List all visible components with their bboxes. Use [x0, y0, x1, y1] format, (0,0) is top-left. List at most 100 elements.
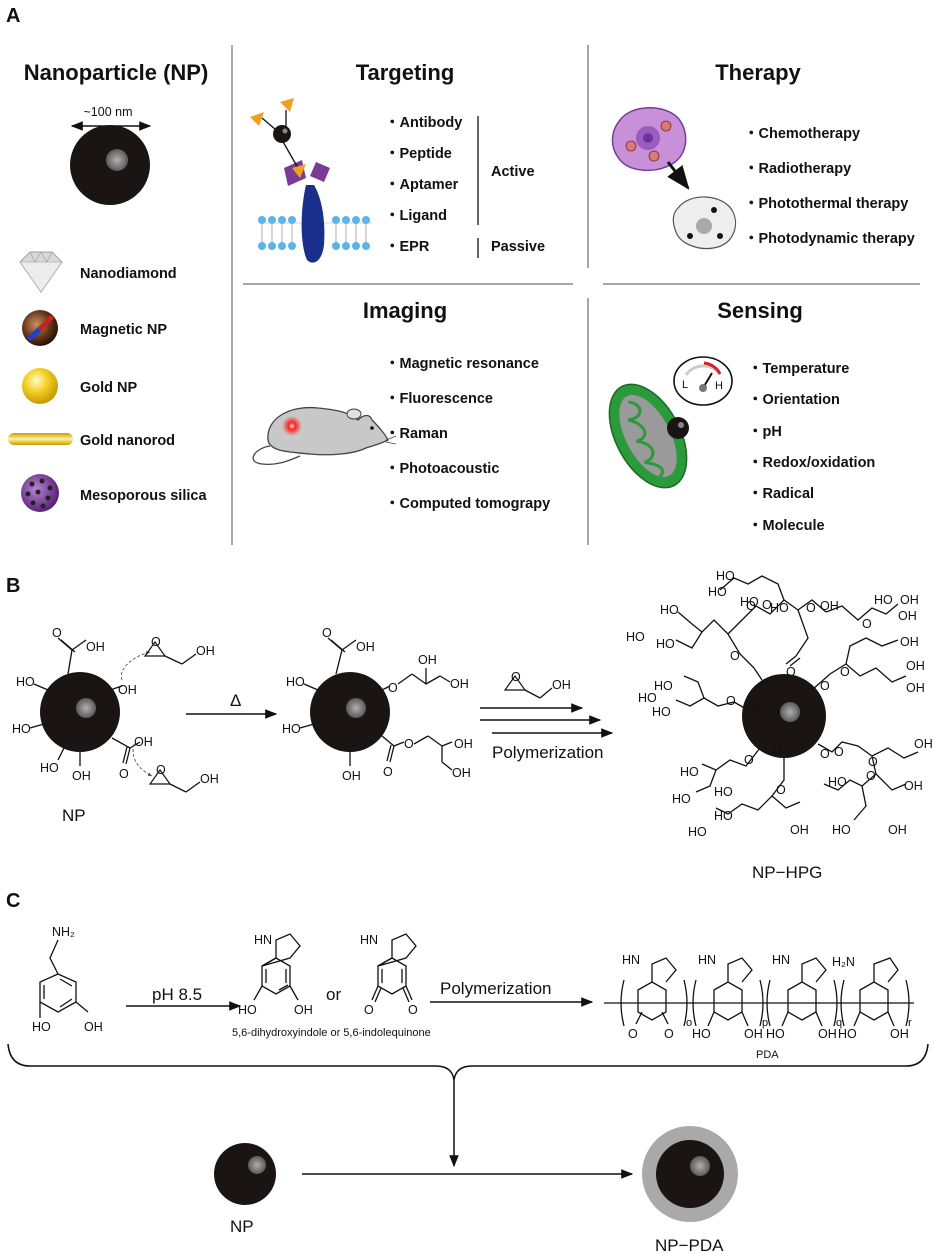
- svg-text:OH: OH: [900, 593, 919, 607]
- indolequinone-structure: HN O O: [360, 933, 418, 1017]
- targeting-list: ・Antibody ・Peptide ・Aptamer ・Ligand ・EPR: [385, 115, 462, 255]
- sensing-item: ・pH: [748, 424, 782, 440]
- svg-text:HO: HO: [286, 675, 305, 689]
- or-label: or: [326, 985, 341, 1004]
- svg-text:O: O: [820, 747, 830, 761]
- svg-text:HO: HO: [40, 761, 59, 775]
- np-start-structure: O OH HO HO HO OH OH O OH O OH O OH: [12, 626, 219, 793]
- imaging-item: ・Computed tomograpy: [385, 496, 550, 512]
- dihydroxyindole-structure: HN HO OH: [238, 933, 313, 1017]
- svg-text:OH: OH: [900, 635, 919, 649]
- svg-text:OH: OH: [134, 735, 153, 749]
- svg-text:HO: HO: [660, 603, 679, 617]
- pda-structure: HN HN HN H₂N O O HO OH HO OH HO OH o p q…: [604, 953, 914, 1041]
- svg-text:OH: OH: [452, 766, 471, 780]
- sensing-item: ・Temperature: [748, 361, 849, 377]
- svg-text:HO: HO: [654, 679, 673, 693]
- svg-text:O: O: [762, 598, 772, 612]
- svg-text:OH: OH: [72, 769, 91, 783]
- svg-text:O: O: [151, 635, 161, 649]
- panel-label-a: A: [6, 5, 20, 27]
- np-coating-start: [214, 1143, 276, 1205]
- svg-text:O: O: [834, 745, 844, 759]
- svg-text:HO: HO: [766, 1027, 785, 1041]
- svg-text:HO: HO: [714, 809, 733, 823]
- gold-np-icon: [22, 368, 58, 404]
- svg-text:HO: HO: [740, 595, 759, 609]
- gauge-low: L: [682, 379, 688, 391]
- svg-text:HO: HO: [12, 722, 31, 736]
- svg-text:O: O: [776, 783, 786, 797]
- np-type-gold: Gold NP: [80, 380, 138, 396]
- gauge-high: H: [715, 380, 723, 392]
- mesoporous-silica-icon: [21, 474, 59, 512]
- svg-text:O: O: [726, 694, 736, 708]
- np-pda-product: [642, 1126, 738, 1222]
- svg-text:O: O: [628, 1027, 638, 1041]
- svg-text:O: O: [746, 599, 756, 613]
- svg-text:OH: OH: [888, 823, 907, 837]
- svg-text:O: O: [730, 649, 740, 663]
- targeting-item: ・Peptide: [385, 146, 452, 162]
- targeting-item: ・Ligand: [385, 208, 447, 224]
- targeting-title: Targeting: [356, 60, 455, 85]
- therapy-cell-icon: [611, 107, 737, 250]
- svg-text:OH: OH: [196, 644, 215, 658]
- scale-label: ~100 nm: [84, 105, 133, 119]
- svg-text:O: O: [866, 769, 876, 783]
- imaging-item: ・Magnetic resonance: [385, 356, 539, 372]
- svg-text:HN: HN: [698, 953, 716, 967]
- dopamine-structure: NH₂ HO OH: [32, 925, 103, 1034]
- svg-text:OH: OH: [906, 681, 925, 695]
- svg-text:H₂N: H₂N: [832, 955, 855, 969]
- svg-text:OH: OH: [914, 737, 933, 751]
- svg-text:O: O: [750, 701, 760, 715]
- svg-text:O: O: [322, 626, 332, 640]
- nanodiamond-icon: [19, 251, 63, 293]
- glycidol-reagent: O OH: [503, 670, 571, 699]
- svg-text:HO: HO: [16, 675, 35, 689]
- targeting-item: ・Aptamer: [385, 177, 459, 193]
- therapy-list: ・Chemotherapy ・Radiotherapy ・Phototherma…: [744, 126, 915, 247]
- panel-label-b: B: [6, 575, 20, 597]
- imaging-list: ・Magnetic resonance ・Fluorescence ・Raman…: [385, 356, 550, 512]
- svg-text:O: O: [119, 767, 129, 781]
- svg-text:OH: OH: [820, 599, 839, 613]
- svg-text:O: O: [404, 737, 414, 751]
- svg-text:HO: HO: [770, 601, 789, 615]
- svg-text:HO: HO: [832, 823, 851, 837]
- svg-text:HO: HO: [838, 1027, 857, 1041]
- svg-text:O: O: [664, 1027, 674, 1041]
- svg-text:HN: HN: [772, 953, 790, 967]
- passive-label: Passive: [491, 239, 545, 255]
- svg-text:O: O: [383, 765, 393, 779]
- svg-text:HO: HO: [688, 825, 707, 839]
- sensing-item: ・Molecule: [748, 518, 825, 534]
- svg-text:HN: HN: [360, 933, 378, 947]
- svg-text:HO: HO: [828, 775, 847, 789]
- svg-text:O: O: [786, 665, 796, 679]
- svg-text:HN: HN: [622, 953, 640, 967]
- therapy-title: Therapy: [715, 60, 801, 85]
- therapy-item: ・Photodynamic therapy: [744, 231, 915, 247]
- svg-text:O: O: [156, 763, 166, 777]
- svg-text:O: O: [744, 753, 754, 767]
- np-type-nanodiamond: Nanodiamond: [80, 266, 177, 282]
- svg-text:O: O: [364, 1003, 374, 1017]
- intermediate-caption: 5,6-dihydroxyindole or 5,6-indolequinone: [232, 1027, 431, 1039]
- np-hpg-label: NP−HPG: [752, 863, 822, 882]
- svg-text:OH: OH: [418, 653, 437, 667]
- svg-text:OH: OH: [890, 1027, 909, 1041]
- therapy-item: ・Chemotherapy: [744, 126, 860, 142]
- pda-label: PDA: [756, 1049, 779, 1061]
- svg-text:p: p: [762, 1017, 768, 1029]
- svg-text:HO: HO: [626, 630, 645, 644]
- svg-text:O: O: [862, 617, 872, 631]
- np-pda-label: NP−PDA: [655, 1236, 724, 1254]
- polymerization-label-b: Polymerization: [492, 743, 604, 762]
- heat-label: Δ: [230, 691, 241, 710]
- svg-text:HO: HO: [652, 705, 671, 719]
- svg-text:OH: OH: [744, 1027, 763, 1041]
- polymerization-label-c: Polymerization: [440, 979, 552, 998]
